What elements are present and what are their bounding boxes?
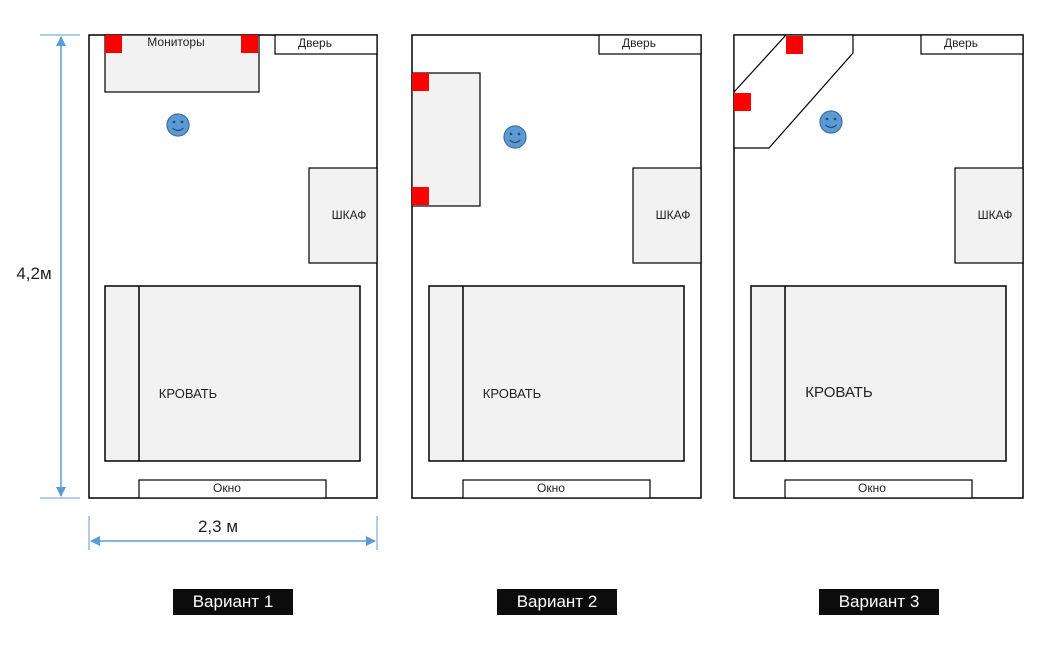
corner-desk <box>733 34 854 149</box>
monitor-icon <box>412 73 429 91</box>
door: Дверь <box>598 34 702 55</box>
monitor-icon <box>105 35 122 53</box>
window-label: Окно <box>537 481 565 495</box>
bed-label: КРОВАТЬ <box>159 386 217 401</box>
person-icon <box>166 113 190 137</box>
wardrobe-label: ШКАФ <box>978 208 1013 222</box>
height-dimension: 4,2м <box>16 34 80 499</box>
desk: Мониторы <box>104 34 260 93</box>
monitor-icon <box>734 93 751 111</box>
width-dimension: 2,3 м <box>88 516 378 550</box>
door-label: Дверь <box>622 36 656 50</box>
person-icon <box>503 125 527 149</box>
monitor-icon <box>786 36 803 54</box>
wardrobe: ШКАФ <box>632 167 702 264</box>
window: Окно <box>462 479 651 499</box>
room-variant-2: Дверь ШКАФ КРОВАТЬ Окно <box>411 34 702 499</box>
desk <box>411 72 481 207</box>
room-variant-1: Мониторы Дверь ШКАФ КРОВАТЬ <box>88 34 378 499</box>
window-label: Окно <box>213 481 241 495</box>
bed: КРОВАТЬ <box>104 285 361 462</box>
variant-3-caption: Вариант 3 <box>819 589 939 615</box>
height-label: 4,2м <box>16 264 51 283</box>
bed-label: КРОВАТЬ <box>805 384 873 401</box>
bed-label: КРОВАТЬ <box>483 386 541 401</box>
window: Окно <box>138 479 327 499</box>
bed: КРОВАТЬ <box>428 285 685 462</box>
width-label: 2,3 м <box>198 517 238 536</box>
bed: КРОВАТЬ <box>750 285 1007 462</box>
door-label: Дверь <box>298 36 332 50</box>
room-variant-3: Дверь ШКАФ КРОВАТЬ Окно <box>733 34 1024 499</box>
person-icon <box>819 110 843 134</box>
window: Окно <box>784 479 973 499</box>
variant-2-caption: Вариант 2 <box>497 589 617 615</box>
door-label: Дверь <box>944 36 978 50</box>
wardrobe: ШКАФ <box>954 167 1024 264</box>
door: Дверь <box>920 34 1024 55</box>
wardrobe-label: ШКАФ <box>656 208 691 222</box>
variant-1-caption: Вариант 1 <box>173 589 293 615</box>
monitors-label: Мониторы <box>147 35 204 49</box>
wardrobe: ШКАФ <box>308 167 378 264</box>
window-label: Окно <box>858 481 886 495</box>
monitor-icon <box>412 187 429 205</box>
door: Дверь <box>274 34 378 55</box>
wardrobe-label: ШКАФ <box>332 208 367 222</box>
monitor-icon <box>241 35 258 53</box>
corner-desk-edge <box>733 34 787 93</box>
